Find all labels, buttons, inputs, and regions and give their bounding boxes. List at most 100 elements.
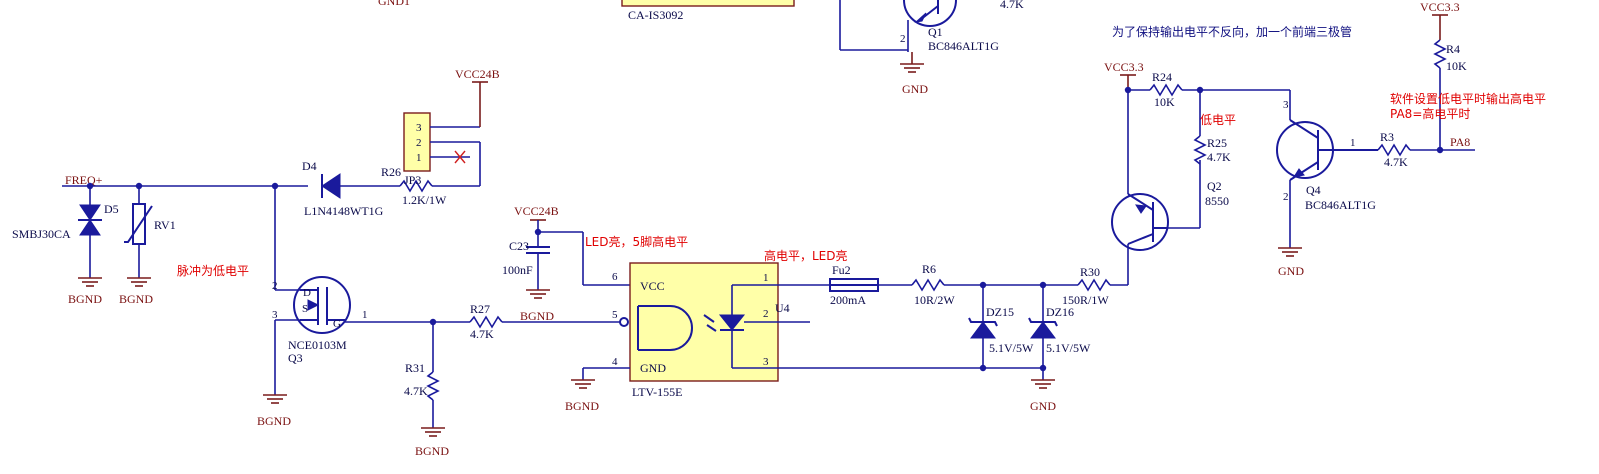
r31-value: 4.7K — [404, 384, 428, 398]
transistor-q2: Q2 8550 — [1111, 179, 1229, 251]
fu2-ref: Fu2 — [832, 263, 851, 277]
gnd-symbol-q1: GND — [900, 52, 928, 96]
r26-value: 1.2K/1W — [402, 193, 447, 207]
u4-vcc-pin-label: VCC — [640, 279, 665, 293]
ca-is3092-chip-partial: CA-IS3092 — [621, 0, 795, 22]
net-label-gnd1: GND1 — [378, 0, 410, 8]
optocoupler-u4: VCC GND 6 5 4 1 2 3 U4 LTV-155E — [612, 262, 830, 399]
transistor-q4: 3 1 2 Q4 BC846ALT1G — [1276, 99, 1378, 212]
bgnd-symbol-q3: BGND — [257, 394, 291, 428]
u4-pin3: 3 — [763, 356, 769, 368]
dz16-value: 5.1V/5W — [1046, 341, 1091, 355]
q3-pin2: 2 — [272, 280, 278, 292]
q3-pin-d: D — [303, 287, 311, 299]
resistor-r31: R31 4.7K — [404, 322, 440, 428]
u4-pin1: 1 — [763, 272, 769, 284]
r27-ref: R27 — [470, 302, 490, 316]
q2-ref: Q2 — [1207, 179, 1222, 193]
fuse-fu2: Fu2 200mA — [829, 263, 912, 307]
note-keep-noninvert: 为了保持输出电平不反向，加一个前端三极管 — [1112, 24, 1352, 39]
d4-ref: D4 — [302, 159, 317, 173]
transistor-q1: Q1 BC846ALT1G 2 4.7K — [839, 0, 1024, 53]
vcc24b-label-mid: VCC24B — [514, 204, 559, 218]
q3-pin-g: G — [333, 318, 341, 330]
r25-ref: R25 — [1207, 136, 1227, 150]
bgnd-label-r31: BGND — [415, 444, 449, 458]
d5-value: SMBJ30CA — [12, 227, 71, 241]
r6-ref: R6 — [922, 262, 936, 276]
q4-pin3: 3 — [1283, 99, 1289, 111]
bgnd-label-q3: BGND — [257, 414, 291, 428]
q1-ref: Q1 — [928, 25, 943, 39]
fu2-value: 200mA — [830, 293, 866, 307]
tvs-diode-d5: D5 SMBJ30CA — [12, 186, 119, 278]
resistor-r4: R4 10K — [1433, 39, 1467, 150]
zener-dz15: DZ15 5.1V/5W — [968, 285, 1034, 368]
vcc24b-symbol-mid: VCC24B — [514, 204, 559, 221]
r6-value: 10R/2W — [914, 293, 955, 307]
d5-ref: D5 — [104, 202, 119, 216]
c23-ref: C23 — [509, 239, 529, 253]
r24-value: 10K — [1154, 95, 1175, 109]
note-sw-low-out-high: 软件设置低电平时输出高电平 — [1390, 91, 1546, 106]
jumper-jp3: 3 2 1 JP3 — [403, 112, 481, 187]
ca-is3092-label: CA-IS3092 — [628, 8, 683, 22]
net-label-pa8: PA8 — [1450, 135, 1470, 149]
r24-ref: R24 — [1152, 70, 1172, 84]
resistor-r6: R6 10R/2W — [911, 262, 1078, 307]
r25-value: 4.7K — [1207, 150, 1231, 164]
u4-pin4: 4 — [612, 356, 618, 368]
bgnd-label-d5: BGND — [68, 292, 102, 306]
gnd-symbol-dz: GND — [1030, 379, 1056, 413]
r27-value: 4.7K — [470, 327, 494, 341]
r3-value: 4.7K — [1384, 155, 1408, 169]
rv1-ref: RV1 — [154, 218, 176, 232]
bgnd-label-rv1: BGND — [119, 292, 153, 306]
jp3-pin1: 1 — [416, 152, 422, 164]
r3-ref: R3 — [1380, 130, 1394, 144]
u4-gnd-pin-label: GND — [640, 361, 666, 375]
note-low-level: 低电平 — [1200, 113, 1236, 127]
resistor-r27: R27 4.7K — [469, 302, 620, 341]
q4-ref: Q4 — [1306, 183, 1321, 197]
c23-value: 100nF — [502, 263, 533, 277]
note-high-led-on: 高电平，LED亮 — [764, 248, 848, 263]
u4-ref: U4 — [775, 301, 790, 315]
u4-pin2: 2 — [763, 308, 769, 320]
q3-value: NCE0103M — [288, 338, 347, 352]
bgnd-label-c23: BGND — [520, 309, 554, 323]
q1-resistor-value: 4.7K — [1000, 0, 1024, 11]
q1-value: BC846ALT1G — [928, 39, 999, 53]
vcc24b-symbol-top: VCC24B — [455, 67, 500, 127]
u4-value: LTV-155E — [632, 385, 682, 399]
q2-value: 8550 — [1205, 194, 1229, 208]
q3-ref: Q3 — [288, 351, 303, 365]
r26-ref: R26 — [381, 165, 401, 179]
vcc33-symbol-b: VCC3.3 — [1420, 0, 1460, 40]
jp3-pin3: 3 — [416, 122, 422, 134]
jp3-pin2: 2 — [416, 137, 422, 149]
gnd-symbol-q4: GND — [1278, 247, 1304, 278]
r30-ref: R30 — [1080, 265, 1100, 279]
gnd-label-dz: GND — [1030, 399, 1056, 413]
note-pulse-low: 脉冲为低电平 — [177, 263, 249, 278]
q3-pin1: 1 — [362, 309, 368, 321]
bgnd-symbol-r31: BGND — [415, 427, 449, 458]
q4-pin1: 1 — [1350, 137, 1356, 149]
vcc24b-label-top: VCC24B — [455, 67, 500, 81]
bgnd-symbol-d5: BGND — [68, 277, 102, 306]
dz15-ref: DZ15 — [986, 305, 1014, 319]
diode-d4: D4 L1N4148WT1G — [302, 159, 400, 218]
bgnd-symbol-rv1: BGND — [119, 277, 153, 306]
varistor-rv1: RV1 — [124, 186, 176, 278]
q3-pin-s: S — [302, 303, 308, 315]
dz15-value: 5.1V/5W — [989, 341, 1034, 355]
bgnd-symbol-u4: BGND — [565, 379, 599, 413]
note-pa8-high: PA8=高电平时 — [1390, 106, 1470, 121]
q4-value: BC846ALT1G — [1305, 198, 1376, 212]
resistor-r25: R25 4.7K — [1193, 90, 1231, 165]
resistor-r26: R26 1.2K/1W — [381, 165, 480, 207]
vcc33-label-b: VCC3.3 — [1420, 0, 1460, 14]
gnd-label-q4: GND — [1278, 264, 1304, 278]
